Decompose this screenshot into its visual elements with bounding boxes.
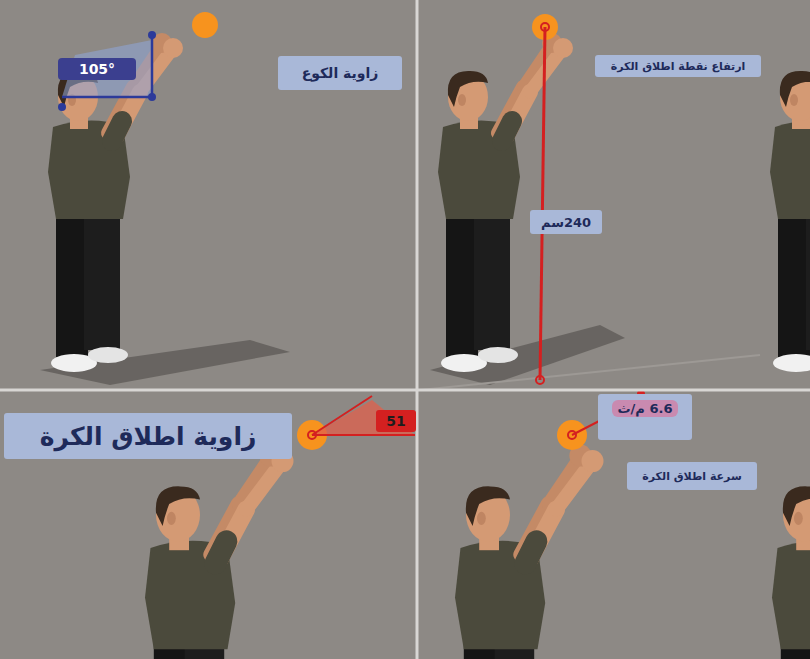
height-badge: 240سم bbox=[530, 210, 602, 234]
caption-box: ارتفاع نقطة اطلاق الكرة bbox=[595, 55, 761, 77]
caption-box: زاوية الكوع bbox=[278, 56, 402, 90]
node-text: ارتفاع نقطة اطلاق الكرة bbox=[611, 60, 746, 73]
angle-badge: 51 bbox=[376, 410, 416, 432]
node-text: 105° bbox=[79, 61, 115, 77]
node-text: 51 bbox=[386, 413, 405, 429]
node-text: 240سم bbox=[541, 215, 591, 230]
speed-badge: 6.6 م/ث bbox=[598, 394, 692, 440]
caption-box: سرعة اطلاق الكرة bbox=[627, 462, 757, 490]
node-text: زاوية الكوع bbox=[302, 65, 379, 81]
node-text: زاوية اطلاق الكرة bbox=[40, 422, 257, 451]
node-text: 6.6 م/ث bbox=[612, 400, 679, 417]
caption-box: زاوية اطلاق الكرة bbox=[4, 413, 292, 459]
node-text: سرعة اطلاق الكرة bbox=[642, 470, 741, 483]
angle-badge: 105° bbox=[58, 58, 136, 80]
